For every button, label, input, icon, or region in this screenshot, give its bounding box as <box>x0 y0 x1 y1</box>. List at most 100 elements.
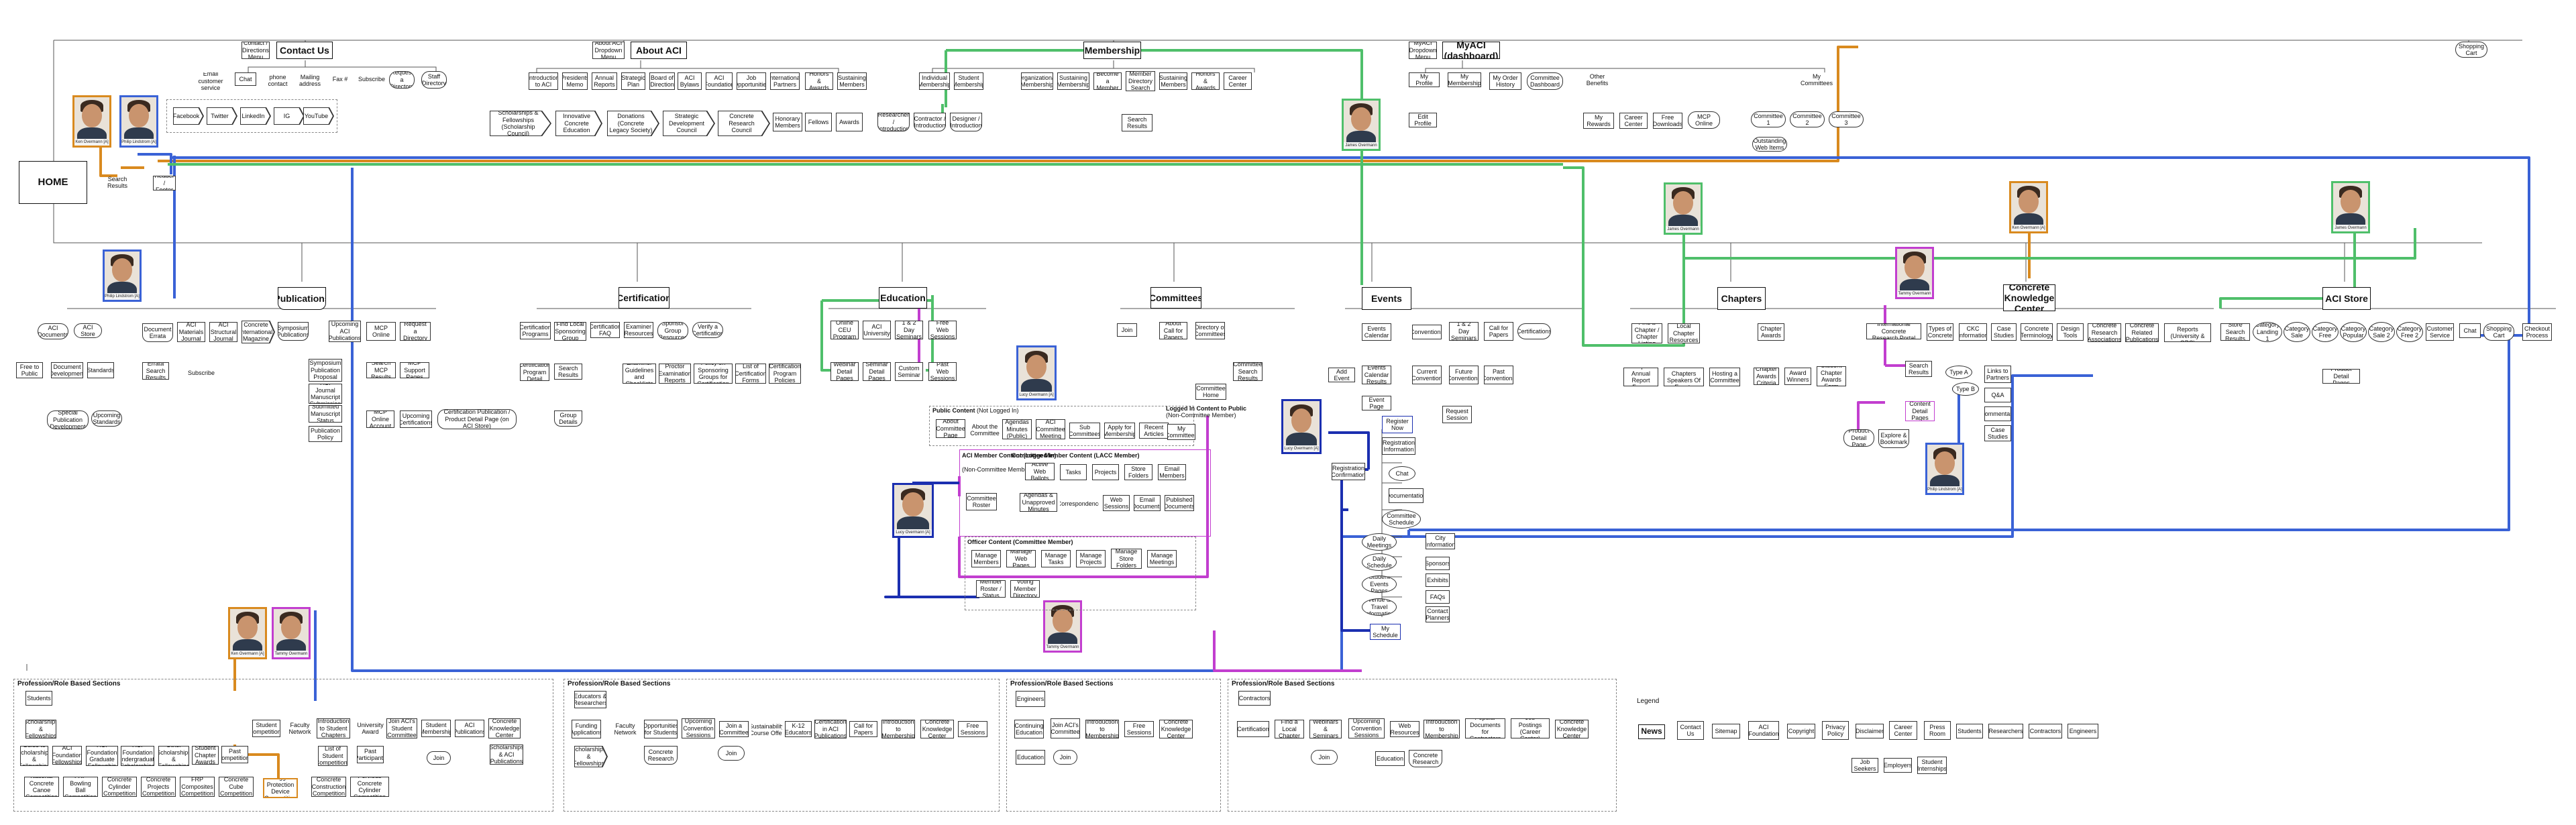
f1-row1-8: Concrete Knowledge Center <box>488 718 521 738</box>
chapters-node[interactable]: Chapters <box>1717 287 1766 310</box>
contact-child-3: Mailing address <box>299 73 321 87</box>
edu-child-7: Past Web Sessions <box>928 362 957 381</box>
committees-node[interactable]: Committees <box>1150 287 1201 309</box>
education-node[interactable]: Education <box>879 287 927 309</box>
chapters-child-0: Find a Chapter / Chapter Listing <box>1631 323 1662 343</box>
membership-grand-2: Designer / Introduction <box>950 113 982 131</box>
f4-row-2: Webinars & Seminars <box>1309 720 1342 738</box>
about-honors-1: Fellows <box>805 113 832 131</box>
chapters-child-6: Chapter Awards Criteria <box>1754 368 1779 385</box>
membership-node[interactable]: Membership <box>1083 42 1141 59</box>
events-grand-20: FAQs <box>1426 590 1450 604</box>
cmt-officer-3: Manage Projects <box>1076 550 1106 567</box>
footer-section-2-title: Profession/Role Based Sections <box>568 680 671 688</box>
store-child-10: Checkout Process <box>2522 323 2552 341</box>
footer-section-4 <box>1228 679 1617 812</box>
about-aci-node[interactable]: About ACI <box>631 42 687 59</box>
ckc-grand-1: Content Detail Pages <box>1905 401 1935 421</box>
social-3: IG <box>274 107 305 125</box>
social-1: Twitter <box>207 107 237 125</box>
myaci-outstanding: Outstanding Web Items <box>1752 137 1787 152</box>
cert-grand-4: Proctor Examination Reports <box>659 364 691 384</box>
cmt-child-1: About Call for Papers <box>1159 322 1187 339</box>
f3-row-3: Free Sessions <box>1124 721 1154 737</box>
cmt-public-2: Agendas Minutes (Public) <box>1002 419 1032 439</box>
f1-row2-8: Past Participants <box>357 746 384 763</box>
events-grand-13: Daily Meetings <box>1362 533 1397 551</box>
events-grand-21: Contact Planners <box>1426 606 1450 622</box>
cmt-public-0: About Committee Page <box>936 419 965 438</box>
events-node[interactable]: Events <box>1362 287 1411 310</box>
events-child-1: Conventions <box>1412 325 1442 339</box>
contact-us-node[interactable]: Contact Us <box>276 42 333 59</box>
news-node[interactable]: News <box>1638 724 1665 739</box>
events-grand-14: Daily Schedule <box>1362 553 1397 571</box>
f2-row-2: Opportunities for Students <box>644 720 678 738</box>
myaci-benefit-2: Free Downloads <box>1653 113 1682 129</box>
aci-store-node[interactable]: ACI Store <box>2322 287 2371 310</box>
f2-row-4: Join a Committee <box>719 721 749 737</box>
pub-grand-1: Document Development <box>51 362 83 378</box>
myaci-benefit-3: MCP Online <box>1688 111 1720 129</box>
cmt-officer-1: Manage Web Pages <box>1006 550 1036 567</box>
pub-grand-14: Certification Publication / Product Deta… <box>437 409 517 429</box>
home-node[interactable]: HOME <box>19 161 87 204</box>
avatar-tammy-footer: Tammy Overmann [A] <box>272 607 311 659</box>
cmt-child-3: Committee Search Results <box>1233 362 1263 381</box>
myaci-node[interactable]: MyACI (dashboard) <box>1442 42 1500 59</box>
ckc-grand-8: Commentary <box>1984 406 2011 421</box>
myaci-menu-node: MyACI Dropdown Menu <box>1409 42 1437 59</box>
cert-child-3: Examiner Resources <box>624 322 653 338</box>
about-child-9: Honors & Awards <box>805 72 833 90</box>
cert-child-5: Verify a Certification <box>692 322 723 338</box>
pub-grand-10: Search MCP Results <box>366 362 396 378</box>
myaci-other: Other Benefits <box>1586 72 1609 87</box>
f4-row-4: Web Resources <box>1390 721 1419 737</box>
cmt-public-5: Apply for Membership <box>1104 423 1135 439</box>
cmt-officer-0: Manage Members <box>971 550 1001 567</box>
cert-grand-2: Group Details <box>554 410 582 427</box>
store-child-1: Category Landing 1 <box>2253 322 2282 342</box>
ckc-child-0: International Concrete Research Portal <box>1866 323 1921 339</box>
pub-grand-5: Symposium Publication Proposal <box>309 359 342 382</box>
f1-row2-4: Other Scholarships & Fellowships <box>158 746 189 766</box>
certification-node[interactable]: Certification <box>619 287 669 309</box>
legend-title: Legend <box>1637 698 1660 705</box>
news-row-8: Students <box>1956 724 1983 738</box>
news-row-7: Press Room <box>1924 721 1951 740</box>
edu-child-3: Free Web Sessions <box>928 321 957 339</box>
contact-menu-node: Contact / Directions Menu <box>241 42 270 59</box>
chapters-child-5: Hosting a Committee <box>1709 368 1740 386</box>
membership-child-6: Sustaining Members <box>1159 72 1187 90</box>
chapters-child-8: Student Chapter Awards Form <box>1817 366 1846 386</box>
aci-member-title: ACI Member Content (Logged In) <box>962 452 1057 459</box>
avatar-ken-footer: Ken Overmann [A] <box>228 607 267 659</box>
events-grand-2: Event Page <box>1362 396 1391 410</box>
cmt-public-1: About the Committee <box>970 423 1000 437</box>
ckc-grand-0: Search Results <box>1905 361 1932 377</box>
chapters-child-4: Student Chapters Speakers Of Events <box>1664 368 1704 386</box>
membership-child-3: Sustaining Membership <box>1057 72 1089 90</box>
f3-row-4: Concrete Knowledge Center <box>1159 720 1193 738</box>
logged-content-sub: (Non-Committee Member) <box>1166 412 1236 419</box>
pub-grand-8 <box>310 390 314 392</box>
events-grand-19: Exhibits <box>1426 573 1450 587</box>
f1-row3-4: FRP Composites Competition <box>180 777 215 797</box>
cmt-cm-row1-2: Tasks <box>1060 464 1087 480</box>
news-sub-0: Job Seekers <box>1851 758 1878 773</box>
ckc-node[interactable]: Concrete Knowledge Center <box>2003 284 2055 311</box>
ckc-grand-4: Type A <box>1945 366 1972 379</box>
shopping-cart-node[interactable]: Shopping Cart <box>2455 42 2487 58</box>
cmt-cm-row1-3: Projects <box>1092 464 1119 480</box>
pub-child-5: Concrete International Magazine <box>241 321 275 343</box>
f2-row-5: Sustainability Course Offer <box>751 722 782 736</box>
f1-join: Join <box>427 751 451 765</box>
pub-child-7: Upcoming ACI Publications <box>329 321 361 342</box>
edu-child-0: Online CEU Program <box>830 321 859 339</box>
pub-grand-11: MCP Support Pages <box>400 362 429 378</box>
publications-node[interactable]: Publications <box>278 287 326 310</box>
cmt-cm-row2-3: Email Documents <box>1134 495 1161 511</box>
f4-row-8: Concrete Knowledge Center <box>1555 720 1589 738</box>
aci-member-sub: (Non-Committee Member) <box>962 466 1032 473</box>
